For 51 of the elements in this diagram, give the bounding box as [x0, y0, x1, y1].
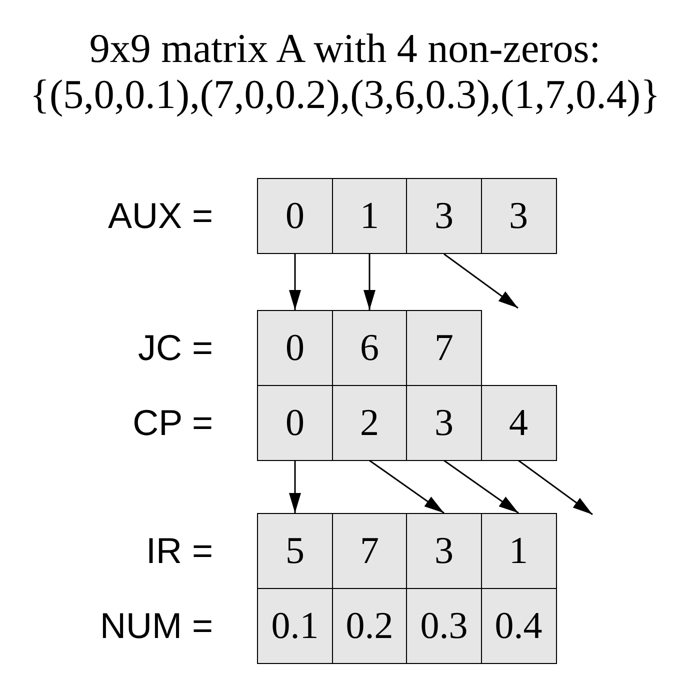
cell-value: 3 [434, 529, 454, 573]
arrow [444, 253, 518, 309]
arrow [518, 460, 593, 516]
array-cell [332, 384, 408, 460]
cell-value: 0 [286, 194, 304, 238]
cell-value: 1 [360, 194, 379, 238]
arrow [444, 460, 519, 514]
cell-value: 0.3 [420, 604, 468, 648]
array-label: CP = [132, 402, 213, 444]
array-label: JC = [138, 327, 213, 369]
cell-value: 0 [286, 326, 304, 370]
arrow [369, 460, 444, 514]
array-cell [257, 178, 333, 254]
array-cell [257, 588, 333, 664]
array-cell [406, 310, 482, 386]
cell-value: 3 [434, 194, 454, 238]
cell-value: 2 [360, 400, 379, 444]
array-cell [332, 513, 408, 589]
cell-value: 0 [286, 400, 304, 444]
arrow [289, 460, 301, 513]
array-cell [406, 588, 482, 664]
array-cell [332, 178, 408, 254]
array-cell [406, 384, 482, 460]
array-cell [480, 384, 556, 460]
cell-value: 7 [434, 326, 454, 370]
cell-value: 1 [509, 529, 528, 573]
title: 9x9 matrix A with 4 non-zeros: {(5,0,0.1),(7,0,0.2),(3,6,0.3),(1,7,0.4)} [28, 25, 662, 117]
array-cell [332, 310, 408, 386]
array-label: IR = [146, 530, 213, 572]
cell-value: 0.2 [346, 604, 394, 648]
cell-value: 0.1 [271, 604, 319, 648]
arrow [289, 254, 301, 310]
array-cell [406, 178, 482, 254]
array-label: NUM = [100, 604, 213, 646]
array-cell [406, 513, 482, 589]
array-cell [257, 310, 333, 386]
cell-value: 3 [509, 194, 528, 238]
array-cell [257, 513, 333, 589]
array-label: AUX = [108, 195, 213, 237]
array-cell [332, 588, 408, 664]
array-cell [480, 588, 556, 664]
cell-value: 7 [360, 529, 379, 573]
arrow [364, 254, 376, 310]
cell-value: 4 [509, 400, 528, 444]
cell-value: 5 [286, 529, 304, 573]
array-cell [480, 178, 556, 254]
cell-value: 3 [434, 400, 454, 444]
array-cell [480, 513, 556, 589]
cell-value: 0.4 [494, 604, 542, 648]
array-cell [257, 384, 333, 460]
cell-value: 6 [360, 326, 379, 370]
